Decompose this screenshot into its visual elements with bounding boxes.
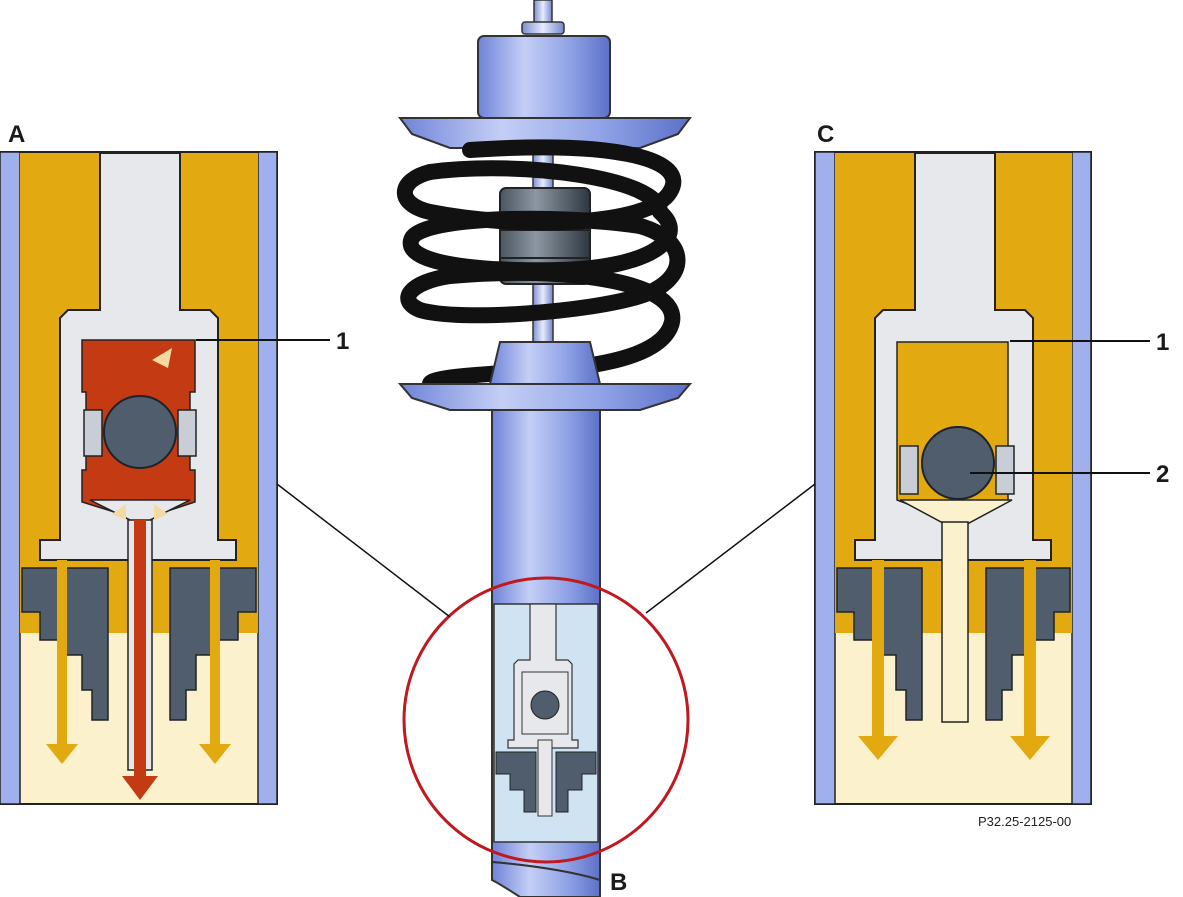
panel-c-callout-2: 2	[1156, 461, 1169, 488]
magnified-inset	[493, 603, 599, 843]
connector-line-left	[276, 483, 451, 618]
panel-a-gold-arrow-left	[46, 744, 78, 764]
panel-c-wall-right	[1071, 151, 1092, 805]
panel-a-red-flow	[134, 520, 146, 782]
strut-upper-spring-plate	[398, 117, 692, 149]
magnifier-circle	[402, 576, 690, 864]
panel-a-flow-arrow-small-2	[112, 504, 126, 520]
panel-a-label: A	[8, 121, 25, 148]
panel-b-label: B	[610, 869, 627, 896]
panel-c-wall-left	[814, 151, 836, 805]
inset-center-channel	[537, 739, 553, 817]
panel-c-valve-ball	[921, 426, 995, 500]
panel-c-valve-seat-right	[995, 445, 1015, 495]
coil-spring-turn-4	[422, 264, 681, 392]
panel-c-label: C	[817, 121, 834, 148]
panel-c-valve-seat-left	[899, 445, 919, 495]
panel-c-gold-arrow-left	[858, 736, 898, 760]
panel-a-wall-left	[0, 151, 21, 805]
panel-c-center-channel	[941, 521, 969, 723]
reference-code: P32.25-2125-00	[978, 814, 1071, 829]
panel-a-gold-flow-left	[57, 560, 67, 750]
coil-spring	[396, 139, 686, 392]
panel-a-valve-seat-right	[177, 409, 197, 457]
panel-a-valve-ball	[103, 395, 177, 469]
panel-c-gold-arrow-right	[1010, 736, 1050, 760]
panel-c-gold-flow-left	[872, 560, 884, 740]
panel-a-wall-right	[257, 151, 278, 805]
panel-a-flow-arrow-small-1	[152, 348, 172, 368]
panel-a-gold-arrow-right	[199, 744, 231, 764]
strut-top-collar	[521, 21, 565, 35]
panel-c-callout-1: 1	[1156, 329, 1169, 356]
panel-c-cone	[899, 499, 1013, 531]
inset-base-right	[555, 751, 597, 813]
panel-a-valve-seat-left	[83, 409, 103, 457]
panel-a: A 1	[0, 121, 349, 805]
panel-a-callout-1: 1	[336, 328, 349, 355]
strut-tube-bottom	[491, 860, 601, 897]
panel-c-gold-flow-right	[1024, 560, 1036, 740]
panel-a-flow-arrow-small-3	[154, 504, 168, 520]
panel-c: C 1 2 P32.25-2125-00	[814, 121, 1169, 829]
inset-base-left	[495, 751, 537, 813]
strut-lower-spring-plate	[397, 383, 693, 411]
coil-spring-turn-2	[402, 160, 678, 279]
coil-spring-turn-3	[400, 218, 686, 324]
panel-a-gold-flow-right	[210, 560, 220, 750]
strut-lower-seat-collar	[488, 341, 602, 385]
connector-line-right	[645, 483, 816, 614]
coil-spring-turn-1	[396, 139, 682, 231]
strut-top-mount	[477, 35, 611, 119]
panel-a-red-arrow-head	[122, 776, 158, 800]
inset-valve-ball	[530, 690, 560, 720]
